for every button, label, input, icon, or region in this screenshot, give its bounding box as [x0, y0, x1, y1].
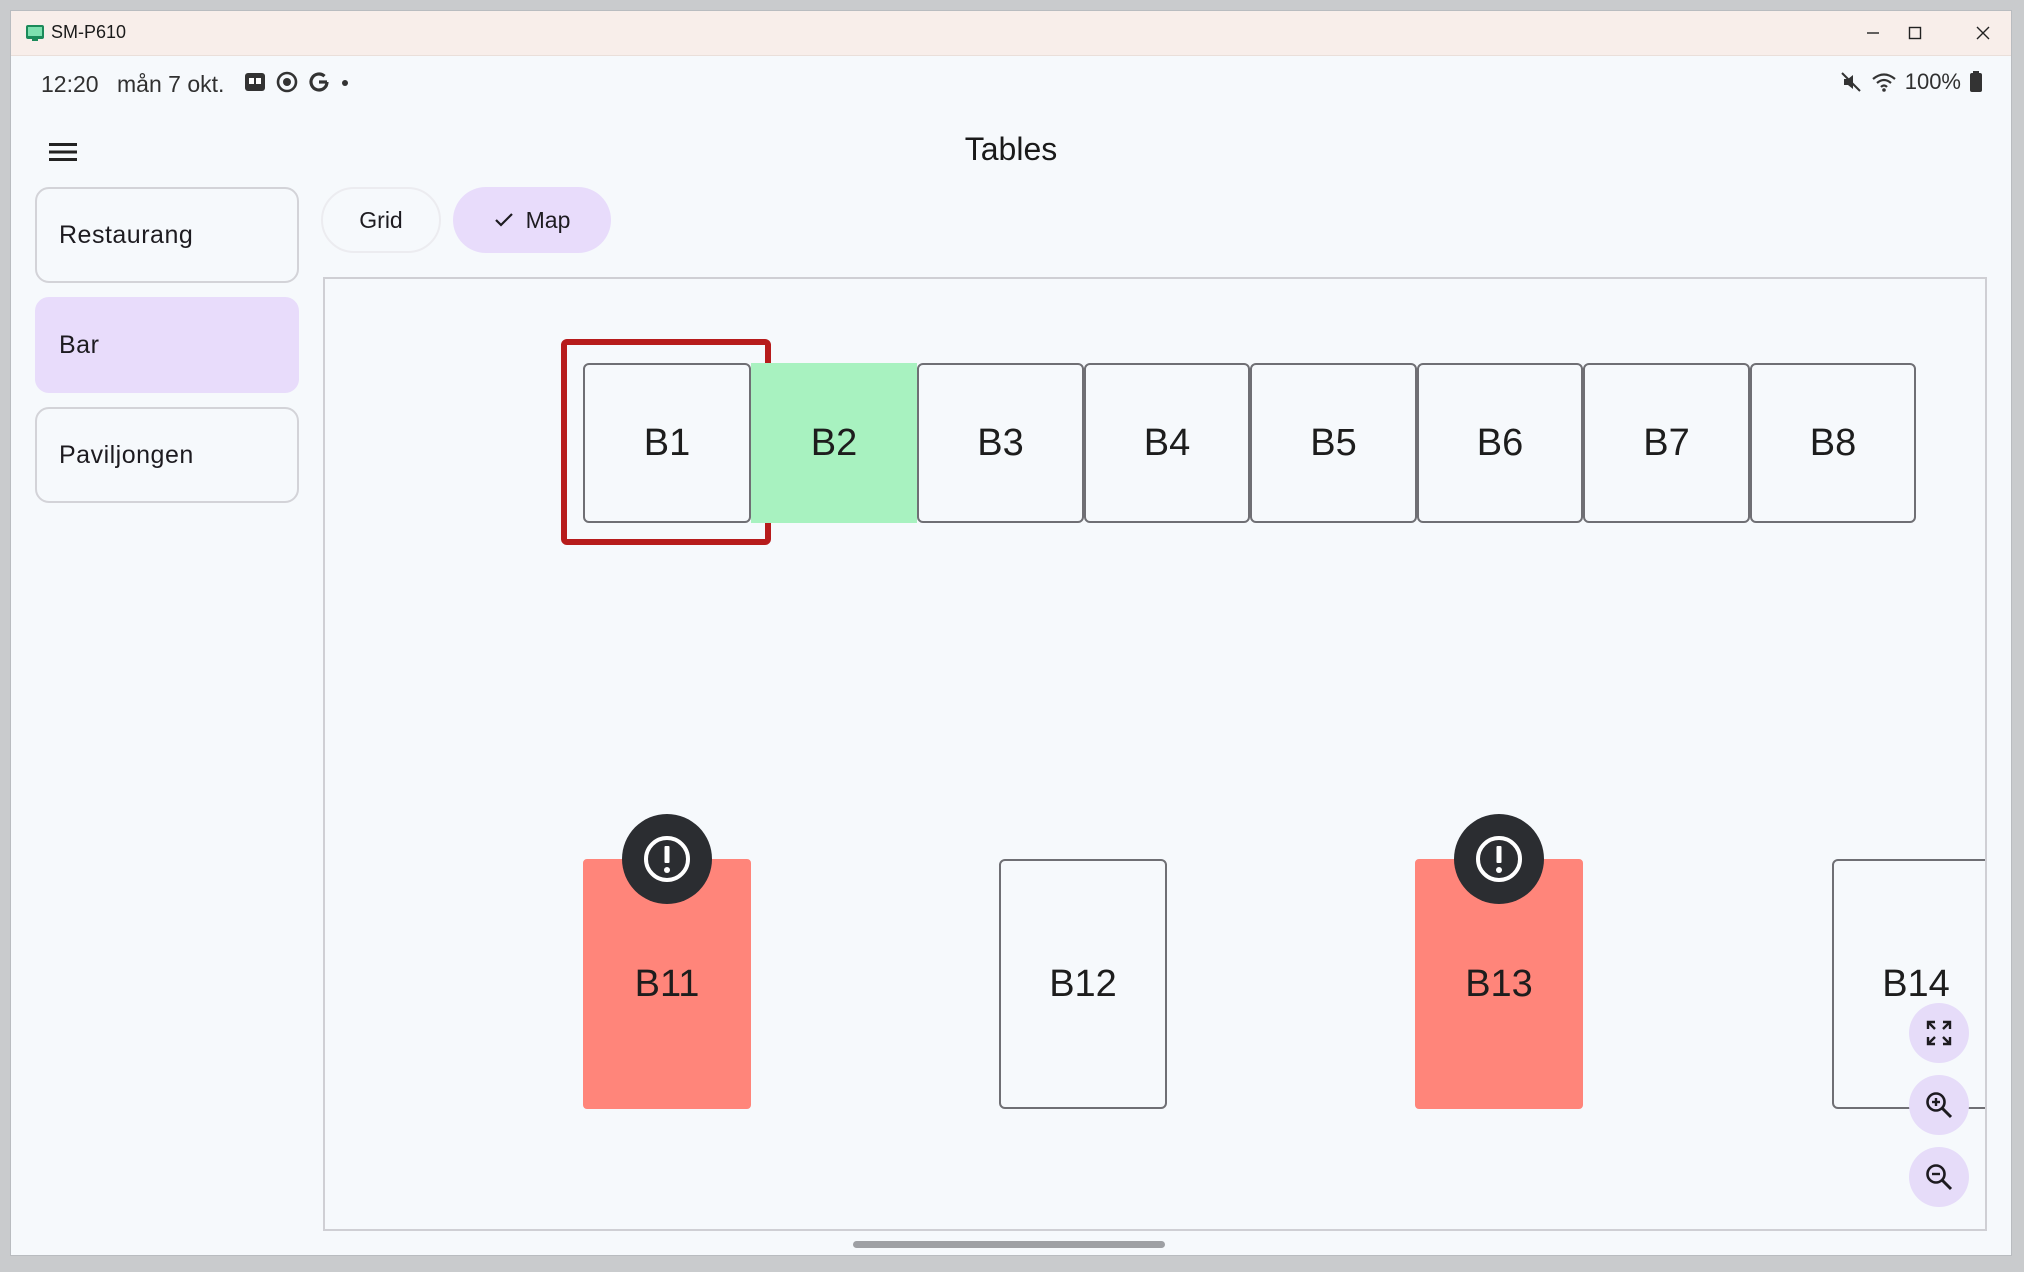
fit-screen-icon	[1926, 1020, 1952, 1046]
top-app-bar: Tables	[11, 109, 2011, 197]
table-b5[interactable]: B5	[1250, 363, 1417, 523]
area-item-paviljongen[interactable]: Paviljongen	[35, 407, 299, 503]
table-label: B8	[1809, 421, 1857, 464]
selected-table-outline	[561, 339, 771, 545]
app-window: SM-P610 12:20 mån 7 okt. 100%	[10, 10, 2012, 1256]
table-b13-alert-badge[interactable]	[1454, 814, 1544, 904]
table-label: B11	[634, 962, 700, 1005]
app-icon	[26, 25, 44, 41]
alert-icon	[644, 836, 690, 882]
more-notifications-dot-icon	[342, 80, 348, 86]
mute-icon	[1841, 72, 1861, 92]
minimize-icon	[1867, 32, 1879, 34]
table-b4[interactable]: B4	[1084, 363, 1250, 523]
notification-icons	[243, 70, 351, 94]
table-b1[interactable]: B1	[583, 363, 751, 523]
zoom-out-button[interactable]	[1909, 1147, 1969, 1207]
window-titlebar: SM-P610	[11, 11, 2011, 56]
alert-icon	[1476, 836, 1522, 882]
table-label: B1	[643, 421, 691, 464]
table-label: B12	[1049, 962, 1117, 1005]
area-item-restaurang[interactable]: Restaurang	[35, 187, 299, 283]
system-icons: 100%	[1839, 69, 1983, 95]
notification-sync-icon	[276, 71, 298, 93]
window-title: SM-P610	[51, 22, 127, 42]
page-title: Tables	[964, 131, 1058, 167]
map-view-label: Map	[525, 206, 571, 233]
status-bar: 12:20 mån 7 okt. 100%	[11, 55, 2011, 109]
table-label: B3	[977, 421, 1024, 464]
table-b8[interactable]: B8	[1750, 363, 1916, 523]
table-b7[interactable]: B7	[1583, 363, 1750, 523]
fit-screen-button[interactable]	[1909, 1003, 1969, 1063]
table-b11-alert-badge[interactable]	[622, 814, 712, 904]
wifi-icon	[1872, 73, 1896, 92]
table-label: B14	[1882, 962, 1950, 1005]
menu-button[interactable]	[35, 129, 91, 175]
area-list: Restaurang Bar Paviljongen	[35, 187, 299, 517]
minimize-button[interactable]	[1849, 17, 1897, 49]
area-item-label: Bar	[59, 330, 100, 359]
status-date: mån 7 okt.	[117, 71, 225, 97]
zoom-in-button[interactable]	[1909, 1075, 1969, 1135]
close-icon	[1976, 26, 1990, 40]
maximize-icon	[1908, 26, 1922, 40]
table-label: B2	[810, 421, 858, 464]
table-label: B4	[1143, 421, 1191, 464]
table-label: B5	[1310, 421, 1357, 464]
hamburger-menu-icon	[49, 143, 77, 161]
table-b14[interactable]: B14	[1832, 859, 1985, 1109]
zoom-out-icon	[1926, 1164, 1953, 1191]
area-item-label: Paviljongen	[59, 440, 194, 469]
area-item-label: Restaurang	[59, 220, 194, 249]
battery-icon	[1970, 71, 1982, 92]
close-button[interactable]	[1959, 17, 2007, 49]
table-b3[interactable]: B3	[917, 363, 1084, 523]
table-label: B7	[1643, 421, 1690, 464]
google-icon	[309, 72, 329, 92]
table-b12[interactable]: B12	[999, 859, 1167, 1109]
zoom-in-icon	[1926, 1092, 1953, 1119]
table-label: B13	[1465, 962, 1533, 1005]
maximize-button[interactable]	[1891, 17, 1939, 49]
table-map[interactable]: B1 B2 B3 B4 B5 B6 B7 B8 B11 B12 B13 B14	[323, 277, 1987, 1231]
navigation-handle[interactable]	[853, 1241, 1165, 1248]
check-icon	[494, 213, 513, 227]
notification-app-icon	[245, 73, 265, 91]
table-b6[interactable]: B6	[1417, 363, 1583, 523]
area-item-bar[interactable]: Bar	[35, 297, 299, 393]
grid-view-button[interactable]: Grid	[321, 187, 441, 253]
status-time: 12:20	[41, 71, 99, 97]
battery-percentage: 100%	[1904, 69, 1961, 94]
table-label: B6	[1476, 421, 1524, 464]
table-b2[interactable]: B2	[751, 363, 917, 523]
map-view-button[interactable]: Map	[453, 187, 611, 253]
grid-view-label: Grid	[359, 206, 403, 233]
